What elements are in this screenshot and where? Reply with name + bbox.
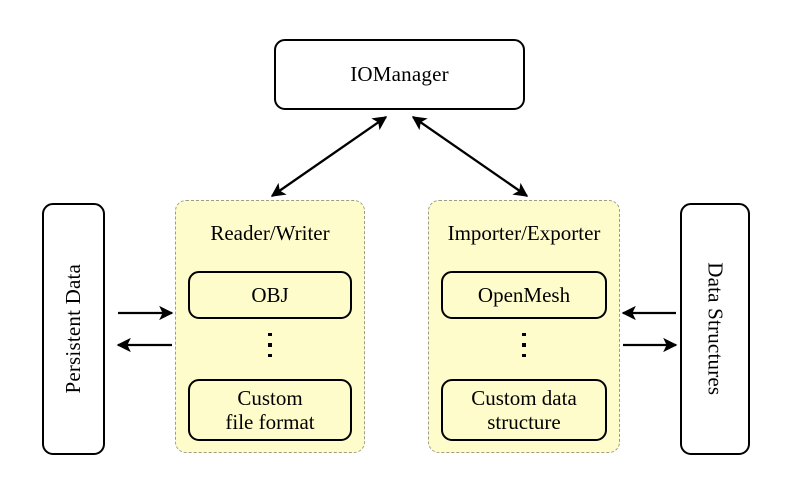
- io-manager-node[interactable]: IOManager: [274, 39, 525, 110]
- arrow-manager-reader-writer: [270, 116, 388, 197]
- importer-exporter-openmesh-box[interactable]: OpenMesh: [441, 271, 607, 319]
- importer-exporter-custom-label: Custom data structure: [471, 386, 577, 434]
- persistent-data-label: Persistent Data: [60, 264, 85, 394]
- importer-exporter-panel-title: Importer/Exporter: [447, 221, 601, 245]
- reader-writer-panel-title: Reader/Writer: [210, 221, 330, 245]
- reader-writer-custom-line1: Custom: [237, 385, 303, 410]
- arrow-manager-importer-exporter: [411, 116, 529, 197]
- reader-writer-ellipsis-icon: [176, 333, 364, 358]
- persistent-data-node[interactable]: Persistent Data: [42, 203, 105, 455]
- reader-writer-panel[interactable]: Reader/Writer OBJ Custom file format: [175, 200, 365, 453]
- importer-exporter-custom-line2: structure: [487, 410, 561, 434]
- importer-exporter-openmesh-label: OpenMesh: [477, 282, 571, 307]
- reader-writer-obj-label: OBJ: [251, 282, 289, 307]
- data-structures-node[interactable]: Data Structures: [680, 203, 750, 455]
- reader-writer-custom-box[interactable]: Custom file format: [188, 379, 352, 441]
- data-structures-label: Data Structures: [703, 262, 728, 396]
- importer-exporter-custom-box[interactable]: Custom data structure: [441, 379, 607, 441]
- importer-exporter-ellipsis-icon: [429, 333, 619, 358]
- reader-writer-custom-line2: file format: [225, 410, 315, 434]
- io-manager-label: IOManager: [350, 61, 449, 86]
- importer-exporter-custom-line1: Custom data: [471, 385, 577, 410]
- reader-writer-custom-label: Custom file format: [225, 386, 314, 434]
- importer-exporter-panel[interactable]: Importer/Exporter OpenMesh Custom data s…: [428, 200, 620, 453]
- reader-writer-obj-box[interactable]: OBJ: [188, 271, 352, 319]
